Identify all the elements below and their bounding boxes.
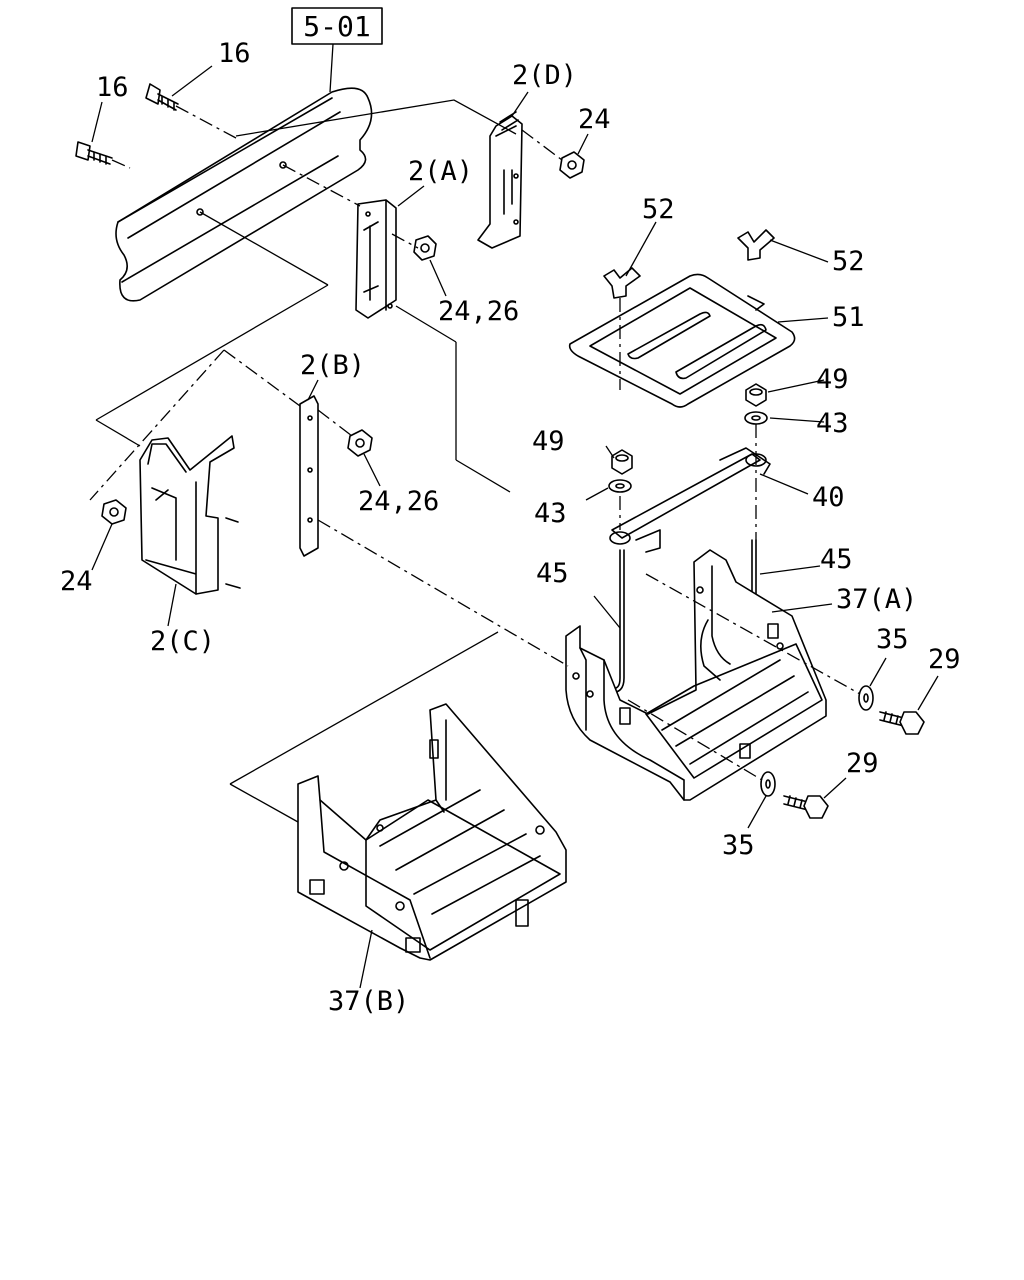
callout-37b: 37(B) <box>328 986 409 1017</box>
reference-label: 5-01 <box>303 10 370 43</box>
wing-nut-52-right <box>737 229 775 311</box>
callout-35-upper: 35 <box>876 624 909 655</box>
reference-box: 5-01 <box>291 7 383 93</box>
battery-cover-51 <box>568 273 796 408</box>
callout-35-lower: 35 <box>722 830 755 861</box>
nut-24-mid <box>413 235 437 261</box>
callout-52-left: 52 <box>642 194 675 225</box>
callout-29-upper: 29 <box>928 644 961 675</box>
nut-24-top <box>559 151 585 179</box>
nut-24-left <box>101 499 127 525</box>
wing-nut-52-left <box>603 267 641 390</box>
callout-45-left: 45 <box>536 558 569 589</box>
washer-43-right <box>744 411 768 425</box>
callout-43-right: 43 <box>816 408 849 439</box>
callout-2c: 2(C) <box>150 626 215 657</box>
callout-16-lower: 16 <box>96 72 129 103</box>
callout-24-26-upper: 24,26 <box>438 296 519 327</box>
bolt-29-upper <box>879 711 925 735</box>
bracket-2d <box>477 111 523 249</box>
frame-rail <box>115 87 373 302</box>
j-bolt-45-left <box>605 549 625 694</box>
callout-2d: 2(D) <box>512 60 577 91</box>
callout-16-upper: 16 <box>218 38 251 69</box>
callout-45-right: 45 <box>820 544 853 575</box>
callouts: 16 16 2(D) 24 2(A) 24,26 52 52 51 2(B) 2… <box>60 38 961 1017</box>
leader-lines <box>91 65 939 989</box>
callout-29-lower: 29 <box>846 748 879 779</box>
washer-35-lower <box>760 771 776 797</box>
callout-24-left: 24 <box>60 566 93 597</box>
bracket-2c <box>139 435 241 595</box>
hold-down-bar-40 <box>609 447 771 553</box>
callout-2a: 2(A) <box>408 156 473 187</box>
battery-tray-37a <box>565 549 827 801</box>
nut-49-left <box>611 449 633 475</box>
callout-52-right: 52 <box>832 246 865 277</box>
bracket-2b <box>299 395 319 557</box>
callout-24-26-lower: 24,26 <box>358 486 439 517</box>
callout-49-right: 49 <box>816 364 849 395</box>
callout-37a: 37(A) <box>836 584 917 615</box>
battery-tray-37b <box>297 703 567 961</box>
bolt-29-lower <box>783 795 829 819</box>
assembly-lines <box>89 99 861 823</box>
callout-51: 51 <box>832 302 865 333</box>
callout-2b: 2(B) <box>300 350 365 381</box>
washer-35-upper <box>858 685 874 711</box>
bolt-16-lower <box>75 141 113 165</box>
callout-40: 40 <box>812 482 845 513</box>
bolt-16-upper <box>145 83 179 111</box>
bracket-2a <box>355 199 397 319</box>
nut-24-lower <box>347 429 373 457</box>
nut-49-right <box>745 383 767 407</box>
callout-24-top: 24 <box>578 104 611 135</box>
washer-43-left <box>608 479 632 493</box>
callout-49-left: 49 <box>532 426 565 457</box>
callout-43-left: 43 <box>534 498 567 529</box>
